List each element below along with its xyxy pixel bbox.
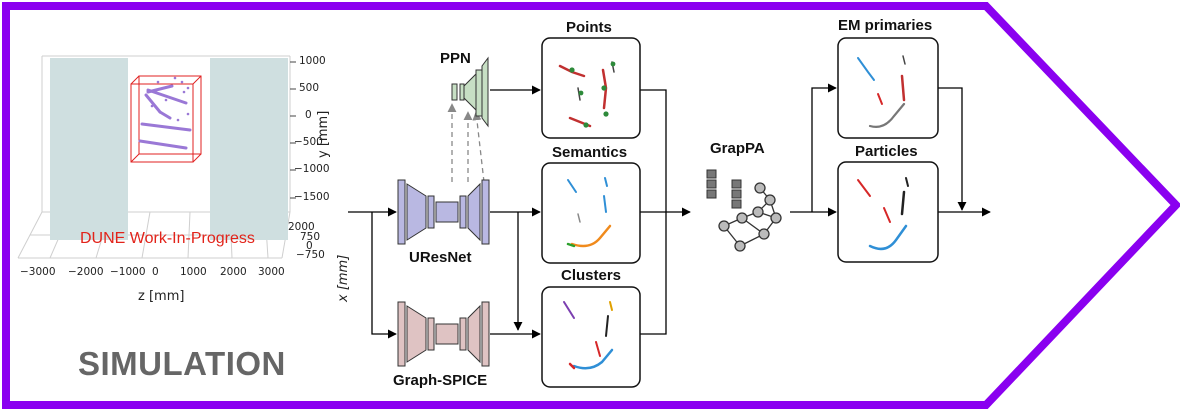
z-tick-neg3000: −3000 [20, 266, 56, 278]
y-axis-ticks [290, 61, 296, 199]
points-event [558, 61, 616, 128]
x-tick-750: 750 [300, 231, 321, 243]
semantics-box [541, 162, 641, 264]
x-tick-0: 0 [306, 240, 313, 252]
clusters-label: Clusters [561, 267, 622, 284]
output-boxes [541, 37, 939, 388]
banner-title: SIMULATION [78, 345, 286, 382]
y-tick-1000: 1000 [299, 55, 326, 67]
z-tick-neg2000: −2000 [68, 266, 104, 278]
x-axis-label: x [mm] [336, 254, 351, 302]
points-box [541, 37, 641, 139]
y-tick-neg500: −500 [294, 136, 323, 148]
graph-spice-network-icon [397, 301, 490, 367]
uresnet-label: UResNet [409, 249, 472, 266]
graph-spice-label: Graph-SPICE [393, 372, 488, 389]
particle-tracks [138, 84, 192, 150]
x-tick-neg750: −750 [296, 249, 325, 261]
detector-module-right [210, 58, 288, 240]
z-tick-2000: 2000 [220, 266, 247, 278]
clusters-event [563, 301, 614, 370]
points-label: Points [566, 19, 612, 36]
particle-hits [150, 76, 190, 122]
active-volume-box [130, 75, 202, 163]
ppn-network-icon [451, 56, 489, 128]
semantics-label: Semantics [552, 144, 628, 161]
connectors [348, 83, 991, 339]
particles-label: Particles [855, 143, 918, 160]
y-tick-0: 0 [305, 109, 312, 121]
uresnet-network-icon [397, 179, 490, 245]
dune-watermark: DUNE Work-In-Progress [80, 230, 255, 247]
y-tick-500: 500 [299, 82, 320, 94]
z-tick-neg1000: −1000 [110, 266, 146, 278]
y-axis-label: y [mm] [316, 110, 331, 158]
z-axis-label: z [mm] [138, 289, 185, 304]
y-tick-neg1500: −1500 [294, 191, 330, 203]
y-tick-neg1000: −1000 [294, 163, 330, 175]
grappa-label: GrapPA [710, 140, 765, 157]
x-tick-2000: 2000 [288, 221, 315, 233]
semantics-event [566, 177, 612, 248]
z-tick-3000: 3000 [258, 266, 285, 278]
ppn-label: PPN [440, 50, 471, 67]
detector-module-left [50, 58, 128, 240]
z-tick-0: 0 [152, 266, 159, 278]
grappa-graph-icon [706, 169, 782, 252]
z-tick-1000: 1000 [180, 266, 207, 278]
particles-event [857, 177, 909, 251]
ppn-feed-arrows [447, 103, 485, 183]
em-primaries-event [857, 55, 906, 128]
em-primaries-box [837, 37, 939, 139]
clusters-box [541, 286, 641, 388]
em-primaries-label: EM primaries [838, 17, 933, 34]
